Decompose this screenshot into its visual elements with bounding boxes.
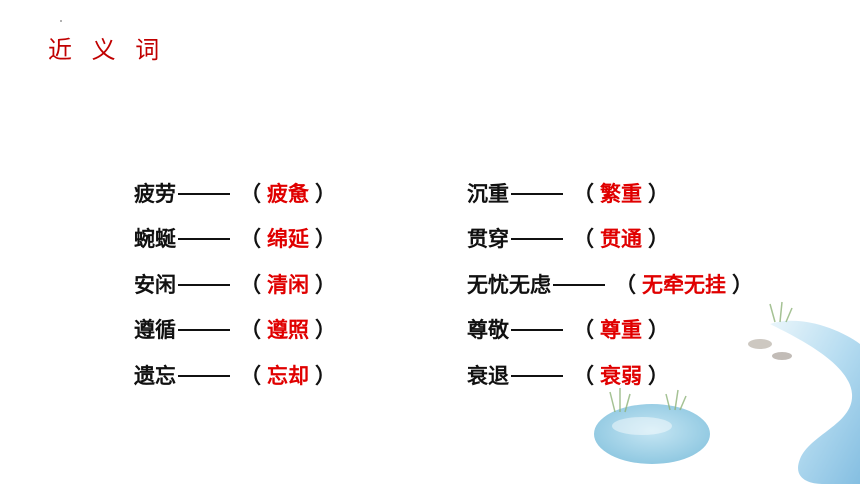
river-highlight xyxy=(783,341,834,453)
left-word-column: 疲劳 （ 疲惫 ） 蜿蜒 （ 绵延 ） 安闲 （ 清闲 ） 遵循 （ 遵照 ） … xyxy=(134,170,342,398)
word: 无忧无虑 xyxy=(467,272,551,297)
open-paren: （ xyxy=(240,272,261,297)
dash-line xyxy=(511,374,563,377)
open-paren: （ xyxy=(573,318,594,343)
word-pair-row: 蜿蜒 （ 绵延 ） xyxy=(134,216,342,262)
dash-line xyxy=(178,192,230,195)
dash-line xyxy=(178,283,230,286)
synonym-answer: 衰弱 xyxy=(600,363,642,388)
open-paren: （ xyxy=(240,318,261,343)
open-paren: （ xyxy=(573,181,594,206)
stone xyxy=(748,339,772,349)
word: 疲劳 xyxy=(134,181,176,206)
dash-line xyxy=(553,283,605,286)
stone xyxy=(772,352,792,360)
synonym-answer: 清闲 xyxy=(267,272,309,297)
open-paren: （ xyxy=(573,363,594,388)
synonym-answer: 无牵无挂 xyxy=(642,272,726,297)
word: 沉重 xyxy=(467,181,509,206)
word: 衰退 xyxy=(467,363,509,388)
dash-line xyxy=(178,238,230,241)
word: 尊敬 xyxy=(467,318,509,343)
word: 贯穿 xyxy=(467,227,509,252)
dash-line xyxy=(511,238,563,241)
word-pair-row: 尊敬 （ 尊重 ） xyxy=(467,307,759,353)
synonym-answer: 遵照 xyxy=(267,318,309,343)
word-pair-row: 安闲 （ 清闲 ） xyxy=(134,261,342,307)
word: 蜿蜒 xyxy=(134,227,176,252)
word-pair-row: 沉重 （ 繁重 ） xyxy=(467,170,759,216)
dash-line xyxy=(511,192,563,195)
dash-line xyxy=(178,329,230,332)
close-paren: ） xyxy=(648,363,669,388)
close-paren: ） xyxy=(315,227,336,252)
open-paren: （ xyxy=(240,363,261,388)
word-pair-row: 遗忘 （ 忘却 ） xyxy=(134,352,342,398)
right-word-column: 沉重 （ 繁重 ） 贯穿 （ 贯通 ） 无忧无虑 （ 无牵无挂 ） 尊敬 （ 尊… xyxy=(467,170,759,398)
word-pair-row: 无忧无虑 （ 无牵无挂 ） xyxy=(467,261,759,307)
close-paren: ） xyxy=(315,318,336,343)
open-paren: （ xyxy=(240,227,261,252)
close-paren: ） xyxy=(648,227,669,252)
word: 遗忘 xyxy=(134,363,176,388)
synonym-answer: 忘却 xyxy=(267,363,309,388)
synonym-answer: 绵延 xyxy=(267,227,309,252)
synonym-answer: 繁重 xyxy=(600,181,642,206)
synonym-answer: 疲惫 xyxy=(267,181,309,206)
decorative-dot xyxy=(60,20,62,22)
dash-line xyxy=(511,329,563,332)
slide-title: 近 义 词 xyxy=(48,36,166,64)
close-paren: ） xyxy=(648,181,669,206)
dash-line xyxy=(178,374,230,377)
word: 安闲 xyxy=(134,272,176,297)
word-pair-row: 疲劳 （ 疲惫 ） xyxy=(134,170,342,216)
open-paren: （ xyxy=(573,227,594,252)
river-shape xyxy=(770,320,860,484)
pond-shape xyxy=(594,404,710,464)
word-pair-row: 贯穿 （ 贯通 ） xyxy=(467,216,759,262)
grass-tufts xyxy=(609,301,793,413)
close-paren: ） xyxy=(315,181,336,206)
word-pair-row: 遵循 （ 遵照 ） xyxy=(134,307,342,353)
close-paren: ） xyxy=(648,318,669,343)
pond-highlight xyxy=(612,417,672,435)
word-pair-row: 衰退 （ 衰弱 ） xyxy=(467,352,759,398)
close-paren: ） xyxy=(732,272,753,297)
close-paren: ） xyxy=(315,272,336,297)
word: 遵循 xyxy=(134,318,176,343)
close-paren: ） xyxy=(315,363,336,388)
synonym-answer: 贯通 xyxy=(600,227,642,252)
synonym-answer: 尊重 xyxy=(600,318,642,343)
river-pond-illustration-icon xyxy=(594,301,860,484)
open-paren: （ xyxy=(615,272,636,297)
open-paren: （ xyxy=(240,181,261,206)
